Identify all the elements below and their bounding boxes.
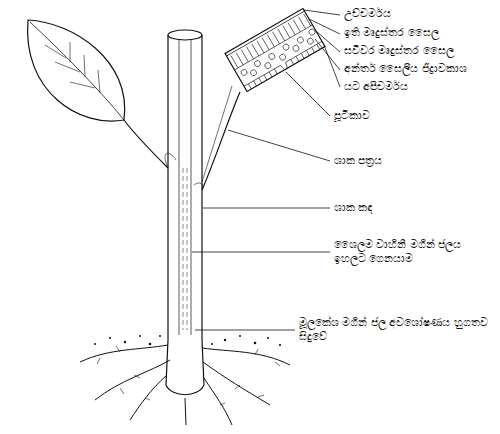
petiole-vein	[202, 86, 232, 182]
leaf-blade	[28, 20, 125, 121]
leaf-section	[225, 8, 325, 91]
petiole	[202, 92, 240, 190]
xylem-vessel	[179, 40, 191, 335]
leader-lines	[192, 10, 340, 330]
part-label: උච්චර්මය	[344, 7, 494, 21]
part-label: ශාක පත්‍රය	[334, 154, 484, 168]
root-tip	[166, 340, 204, 395]
midrib	[30, 22, 124, 120]
part-label: ශෛලම වාහිනී මගින් ජලය ඉහලට ගෙනයාම	[334, 238, 494, 267]
soil	[94, 335, 281, 346]
part-label: ඉති මෘදුස්තර සෛල	[344, 26, 494, 40]
stem-top	[168, 30, 202, 40]
part-label: ශාක කඳ	[334, 201, 484, 215]
roots	[80, 345, 290, 425]
petiole	[124, 120, 168, 168]
part-label: පූටිකාව	[334, 109, 484, 123]
part-label: මූලකේශ මගින් ජල අවශෝෂණය හුගතව සිදුවේ	[299, 316, 494, 345]
root-hairs	[97, 346, 280, 405]
part-label: යට අපිචර්මය	[344, 80, 494, 94]
xylem-vessel	[183, 168, 187, 330]
vascular-branch	[165, 153, 203, 190]
leaf-veins	[45, 42, 100, 93]
stem-outline	[168, 35, 202, 340]
part-label: අන්තර් සෛලීය ජිද්‍රාවකාශ	[344, 62, 494, 76]
part-label: සවිවර මෘදුස්තර සෛල	[344, 44, 494, 58]
